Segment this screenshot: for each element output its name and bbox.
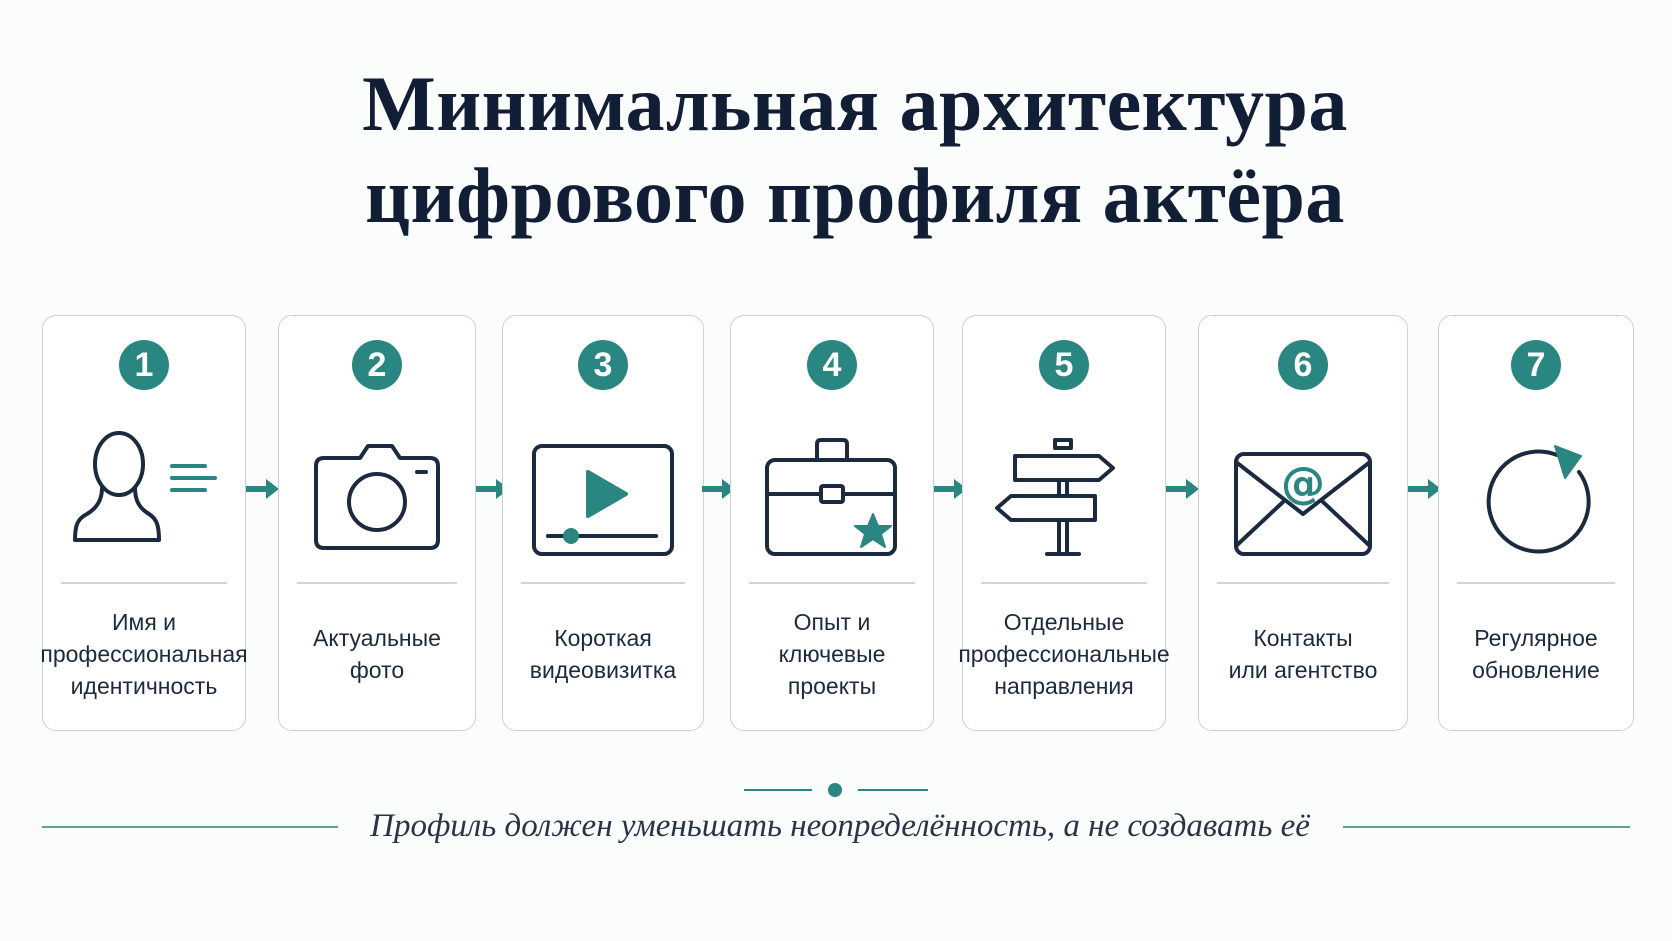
refresh-icon bbox=[1461, 416, 1611, 556]
step-card-7: 7 Регулярное обновление bbox=[1438, 315, 1634, 731]
step-card-6: 6 @ Контакты или агентство bbox=[1198, 315, 1408, 731]
step-card-2: 2 Актуальные фото bbox=[278, 315, 476, 731]
step-label: Имя и профессиональная идентичность bbox=[40, 609, 248, 699]
step-label: Отдельные профессиональные направления bbox=[958, 609, 1170, 699]
step-label: Короткая видеовизитка bbox=[529, 625, 677, 683]
arrow-right-icon bbox=[1408, 479, 1441, 499]
user-profile-icon bbox=[69, 416, 219, 556]
arrow-right-icon bbox=[702, 479, 735, 499]
arrow-right-icon bbox=[246, 479, 279, 499]
card-divider bbox=[749, 582, 915, 584]
page-title-line-1: Минимальная архитектура bbox=[362, 60, 1348, 147]
card-divider bbox=[61, 582, 227, 584]
card-divider bbox=[521, 582, 685, 584]
arrow-right-icon bbox=[1166, 479, 1199, 499]
card-divider bbox=[981, 582, 1147, 584]
step-card-1: 1 Имя и профессиональная идентичность bbox=[40, 315, 248, 731]
envelope-at-icon: @ bbox=[1228, 416, 1378, 556]
step-number-badge: 3 bbox=[578, 340, 628, 390]
tagline-rule-left bbox=[42, 826, 338, 828]
step-number-badge: 6 bbox=[1278, 340, 1328, 390]
step-card-3: 3 Короткая видеовизитка bbox=[502, 315, 704, 731]
step-label: Контакты или агентство bbox=[1228, 625, 1378, 683]
svg-text:@: @ bbox=[1281, 458, 1325, 509]
card-divider bbox=[297, 582, 457, 584]
card-divider bbox=[1457, 582, 1615, 584]
signpost-icon bbox=[989, 416, 1139, 556]
arrow-right-icon bbox=[476, 479, 509, 499]
page-title: Минимальная архитектура цифрового профил… bbox=[0, 58, 1672, 242]
tagline-rule-right bbox=[1343, 826, 1630, 828]
step-number-badge: 2 bbox=[352, 340, 402, 390]
step-label: Опыт и ключевые проекты bbox=[778, 609, 886, 699]
step-number-badge: 1 bbox=[119, 340, 169, 390]
camera-icon bbox=[302, 416, 452, 556]
step-card-5: 5 Отдельные профессиональные направления bbox=[958, 315, 1170, 731]
step-number-badge: 4 bbox=[807, 340, 857, 390]
video-player-icon bbox=[528, 416, 678, 556]
page-title-line-2: цифрового профиля актёра bbox=[365, 152, 1345, 239]
divider-ornament bbox=[744, 783, 928, 797]
briefcase-star-icon bbox=[757, 416, 907, 556]
step-card-4: 4 Опыт и ключевые проекты bbox=[730, 315, 934, 731]
step-label: Актуальные фото bbox=[313, 625, 441, 683]
step-number-badge: 7 bbox=[1511, 340, 1561, 390]
tagline: Профиль должен уменьшать неопределённост… bbox=[370, 808, 1310, 844]
step-label: Регулярное обновление bbox=[1472, 625, 1600, 683]
card-divider bbox=[1217, 582, 1389, 584]
step-number-badge: 5 bbox=[1039, 340, 1089, 390]
arrow-right-icon bbox=[934, 479, 967, 499]
